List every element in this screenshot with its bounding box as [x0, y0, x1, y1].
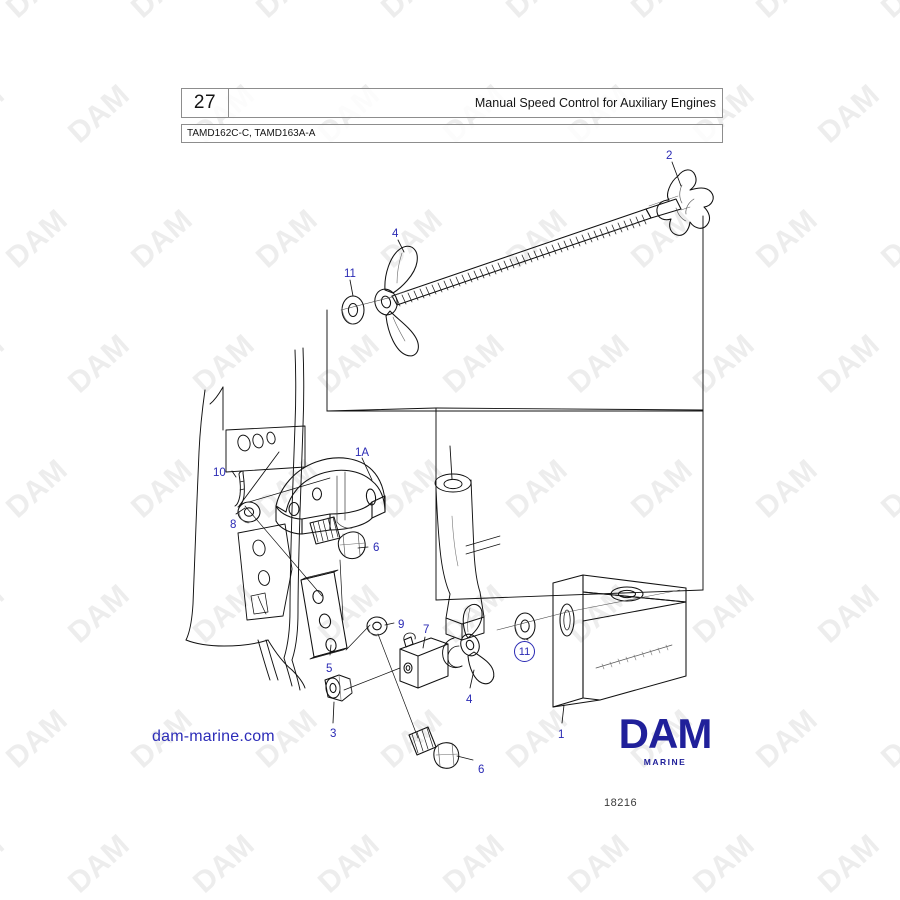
callout-7[interactable]: 7 [423, 624, 430, 636]
part-link-plate [300, 569, 348, 660]
callout-8[interactable]: 8 [230, 519, 237, 531]
part-hex-bolt-lower [408, 726, 460, 769]
part-wing-nut-bottom [442, 603, 495, 685]
callout-10[interactable]: 10 [213, 467, 226, 479]
part-washer-9 [366, 616, 388, 637]
page-title: Manual Speed Control for Auxiliary Engin… [474, 96, 716, 110]
section-number: 27 [193, 92, 217, 113]
part-control-bracket [275, 457, 386, 535]
callout-6[interactable]: 6 [478, 764, 485, 776]
part-cotter-clip [234, 470, 245, 508]
callout-11[interactable]: 11 [344, 268, 356, 280]
diagram-header: 27 Manual Speed Control for Auxiliary En… [181, 88, 723, 143]
part-hex-bolt-upper [309, 516, 366, 560]
part-threaded-rod [391, 195, 682, 307]
callout-4[interactable]: 4 [392, 228, 399, 240]
engine-model-subtitle: TAMD162C-C, TAMD163A-A [187, 128, 316, 139]
title-bar: 27 Manual Speed Control for Auxiliary En… [181, 88, 723, 118]
subtitle-bar: TAMD162C-C, TAMD163A-A [181, 124, 723, 143]
perspective-panel-upper [326, 215, 704, 412]
callout-9[interactable]: 9 [398, 619, 405, 631]
part-star-knob [656, 169, 714, 236]
part-mounting-bracket [552, 574, 687, 708]
part-washer-bottom [514, 612, 536, 641]
part-washer-top [341, 295, 365, 325]
part-hex-nut [324, 674, 353, 702]
exhaust-bellows [434, 445, 501, 641]
logo-wordmark: DAM [618, 710, 713, 757]
site-url-label[interactable]: dam-marine.com [152, 728, 275, 745]
part-wing-nut-top [374, 245, 419, 357]
figure-number: 18216 [604, 797, 638, 809]
callout-1A[interactable]: 1A [355, 447, 370, 459]
logo-tagline: MARINE [643, 757, 687, 767]
callout-4[interactable]: 4 [466, 694, 473, 706]
callout-5[interactable]: 5 [326, 663, 333, 675]
callout-3[interactable]: 3 [330, 728, 337, 740]
part-clamp-block [399, 632, 449, 689]
callout-highlighted-11[interactable]: 11 [514, 641, 535, 662]
section-number-cell: 27 [182, 89, 229, 117]
callout-6[interactable]: 6 [373, 542, 380, 554]
leader-lines [231, 161, 682, 761]
callout-1[interactable]: 1 [558, 729, 565, 741]
callout-2[interactable]: 2 [666, 150, 673, 162]
engine-body-outline [185, 347, 306, 691]
perspective-panel-lower [326, 407, 704, 601]
dam-marine-logo: DAM MARINE [601, 710, 729, 768]
title-text-cell: Manual Speed Control for Auxiliary Engin… [229, 89, 722, 117]
